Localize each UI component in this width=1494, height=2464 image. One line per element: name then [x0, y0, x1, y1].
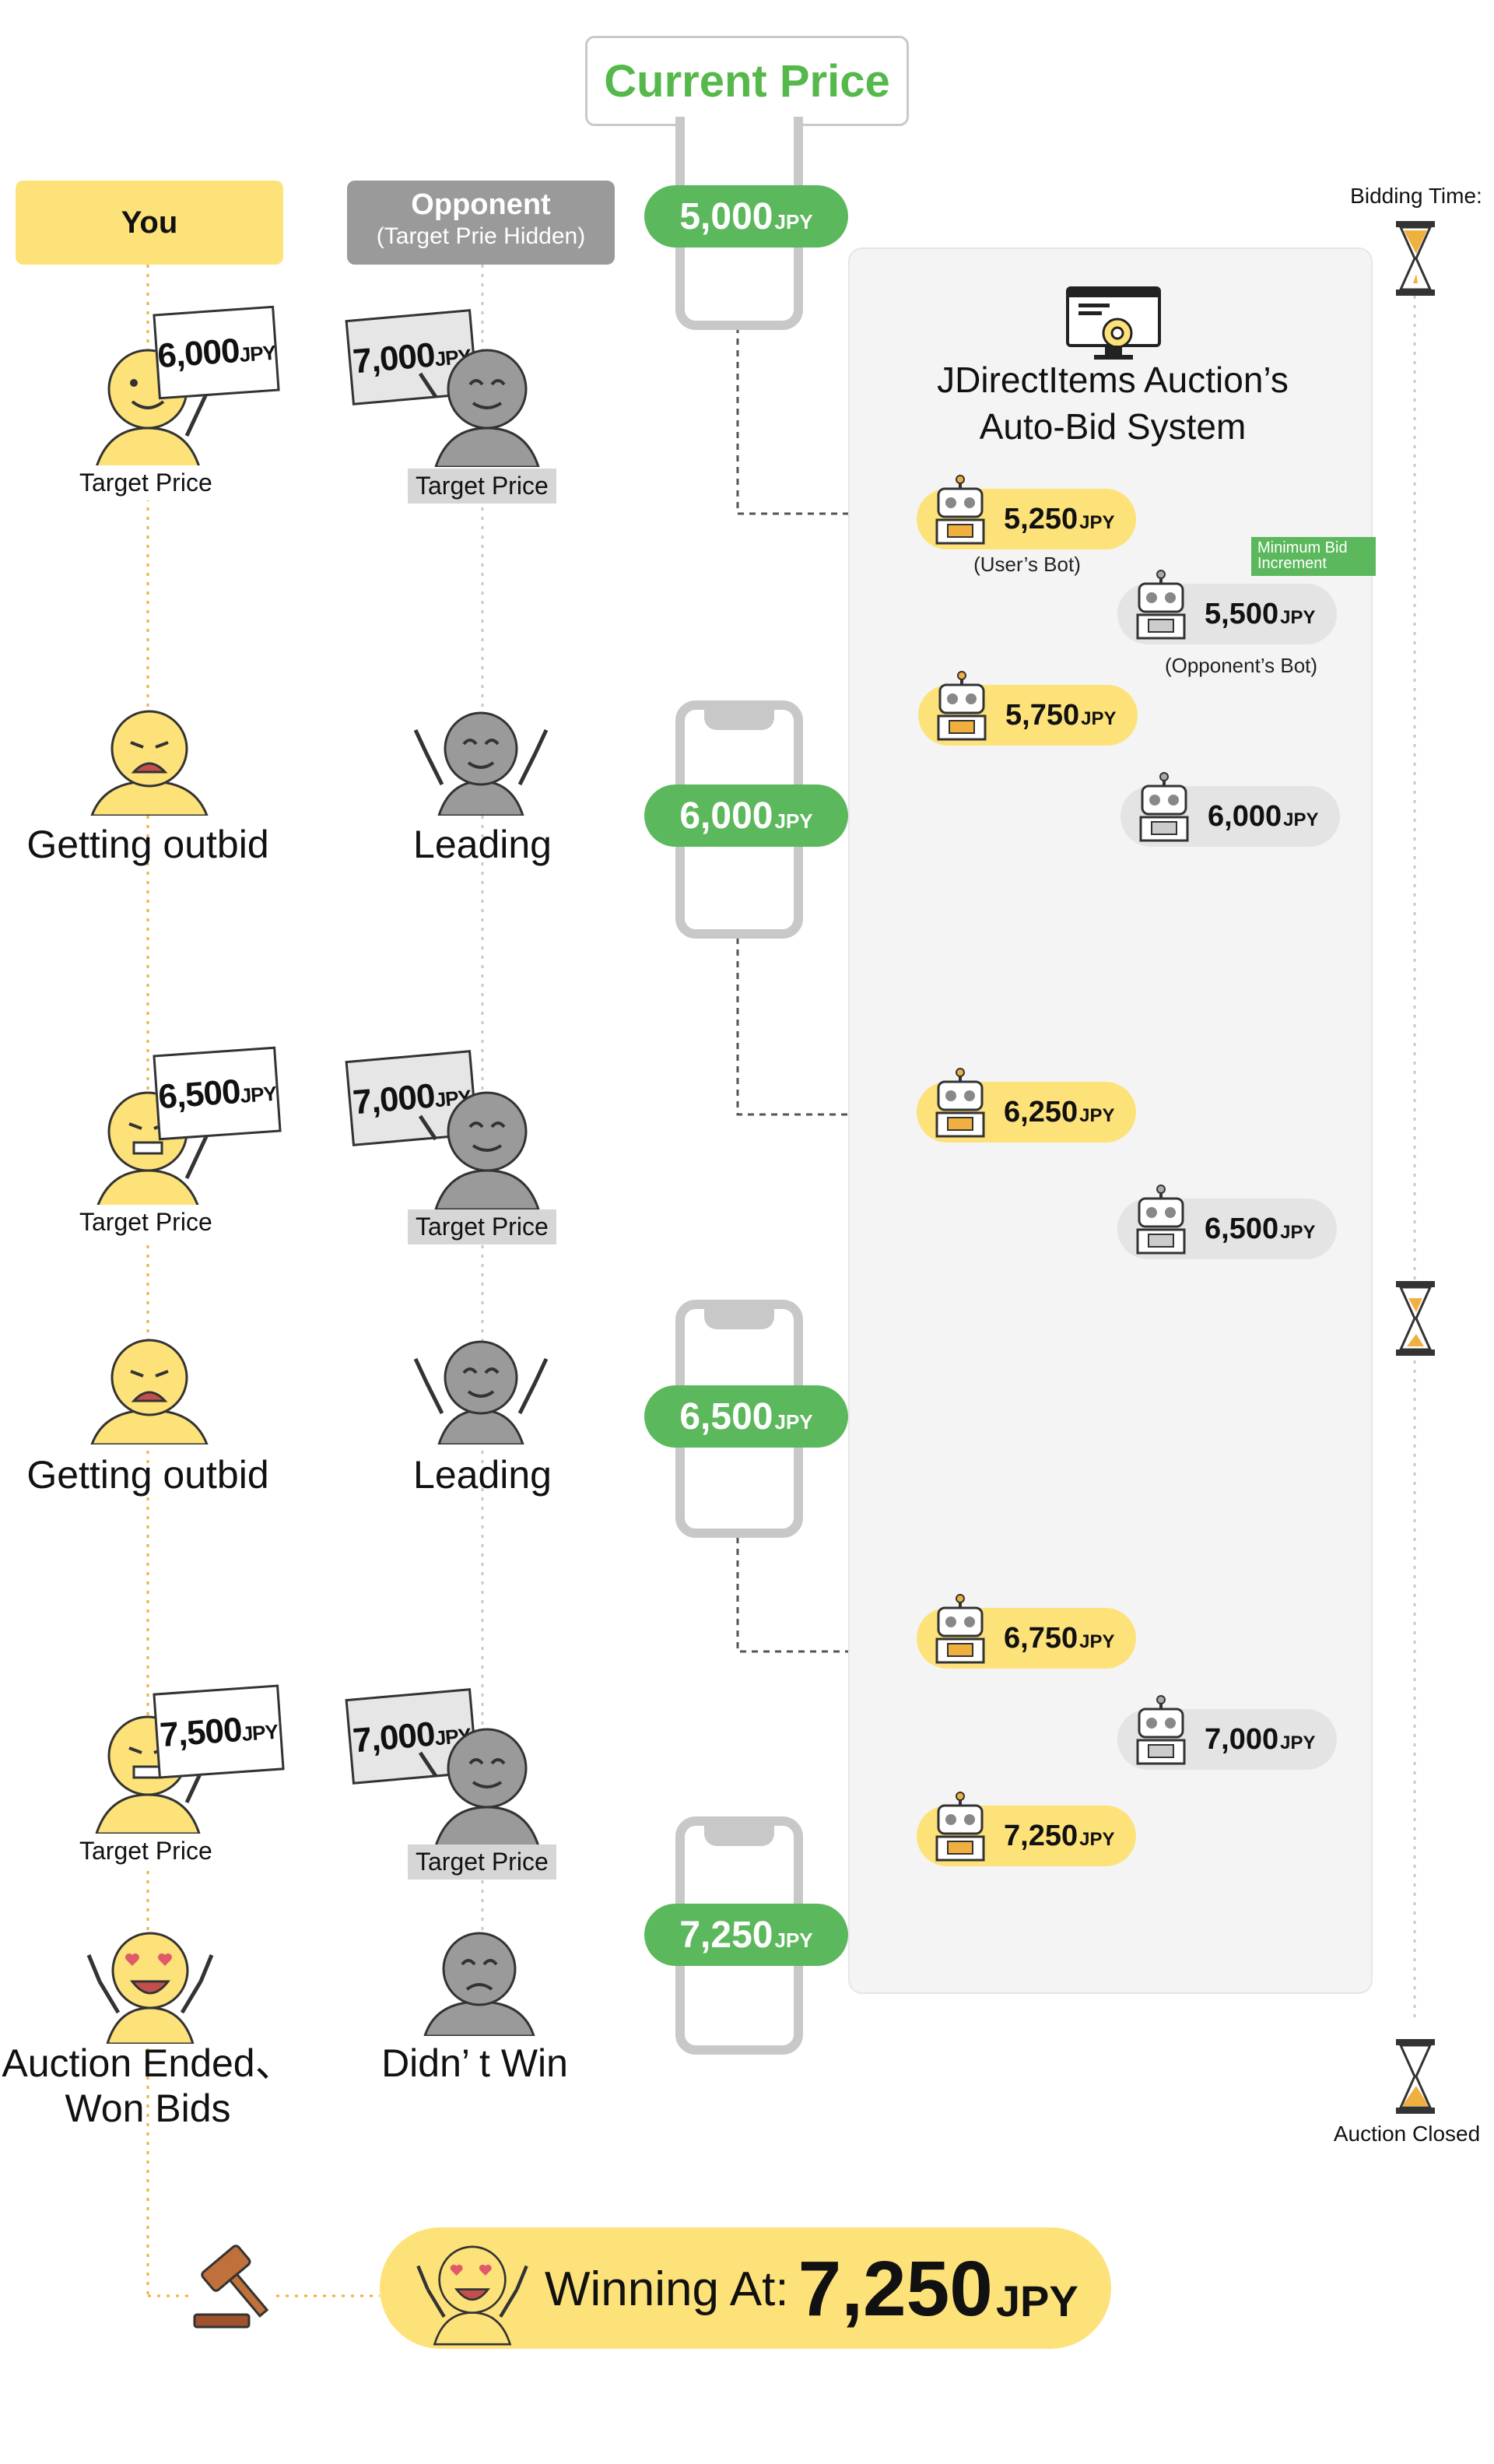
opponent-face-cheer-icon	[413, 711, 549, 816]
opponent-face-cheer-icon	[413, 1340, 549, 1444]
hourglass-icon	[1396, 221, 1435, 296]
robot-icon	[1136, 570, 1186, 640]
winning-text: Winning At: 7,250 JPY	[545, 2245, 1078, 2332]
status-leading-2: Leading	[413, 1453, 552, 1497]
monitor-gear-icon	[1066, 286, 1161, 360]
robot-icon	[935, 1594, 985, 1664]
status-won: Auction Ended、 Won Bids	[2, 2041, 294, 2130]
you-face-sad-icon	[90, 1339, 209, 1444]
min-increment-tag: Minimum Bid Increment	[1251, 537, 1376, 576]
opp-target-label-3: Target Price	[408, 1844, 556, 1880]
status-leading-1: Leading	[413, 823, 552, 866]
opponent-face-smirk-icon	[418, 1091, 540, 1209]
opp-target-label-2: Target Price	[408, 1209, 556, 1244]
opponent-face-smirk-icon	[418, 349, 540, 467]
robot-icon	[935, 1792, 985, 1862]
hourglass-icon	[1396, 2039, 1435, 2114]
opponents-bot-label: (Opponent’s Bot)	[1164, 654, 1318, 677]
opponent-header: Opponent (Target Prie Hidden)	[347, 181, 615, 265]
you-target-label-2: Target Price	[72, 1205, 220, 1240]
bidding-time-label: Bidding Time:	[1350, 184, 1482, 208]
winner-heart-eyes-icon	[416, 2245, 528, 2346]
you-target-label-1: Target Price	[72, 465, 220, 500]
opponent-face-smirk-icon	[418, 1728, 540, 1846]
auction-closed-label: Auction Closed	[1333, 2122, 1481, 2146]
you-face-sad-icon	[90, 710, 209, 816]
status-getting-outbid-2: Getting outbid	[26, 1453, 269, 1497]
opponent-face-unhappy-icon	[423, 1932, 535, 2036]
you-target-label-3: Target Price	[72, 1834, 220, 1869]
status-getting-outbid-1: Getting outbid	[26, 823, 269, 866]
system-title: JDirectItems Auction’s Auto-Bid System	[937, 360, 1289, 447]
robot-icon	[1136, 1695, 1186, 1765]
gavel-icon	[193, 2245, 269, 2329]
hourglass-icon	[1396, 1281, 1435, 1356]
current-price-title: Current Price	[585, 36, 909, 126]
opp-target-label-1: Target Price	[408, 469, 556, 504]
users-bot-label: (User’s Bot)	[973, 553, 1081, 576]
robot-icon	[1139, 772, 1189, 842]
you-header: You	[16, 181, 283, 265]
robot-icon	[1136, 1185, 1186, 1255]
robot-icon	[935, 1068, 985, 1138]
you-face-heart-eyes-icon	[86, 1932, 214, 2044]
status-didnt-win: Didn’ t Win	[381, 2041, 568, 2085]
robot-icon	[935, 475, 985, 545]
robot-icon	[937, 671, 987, 741]
